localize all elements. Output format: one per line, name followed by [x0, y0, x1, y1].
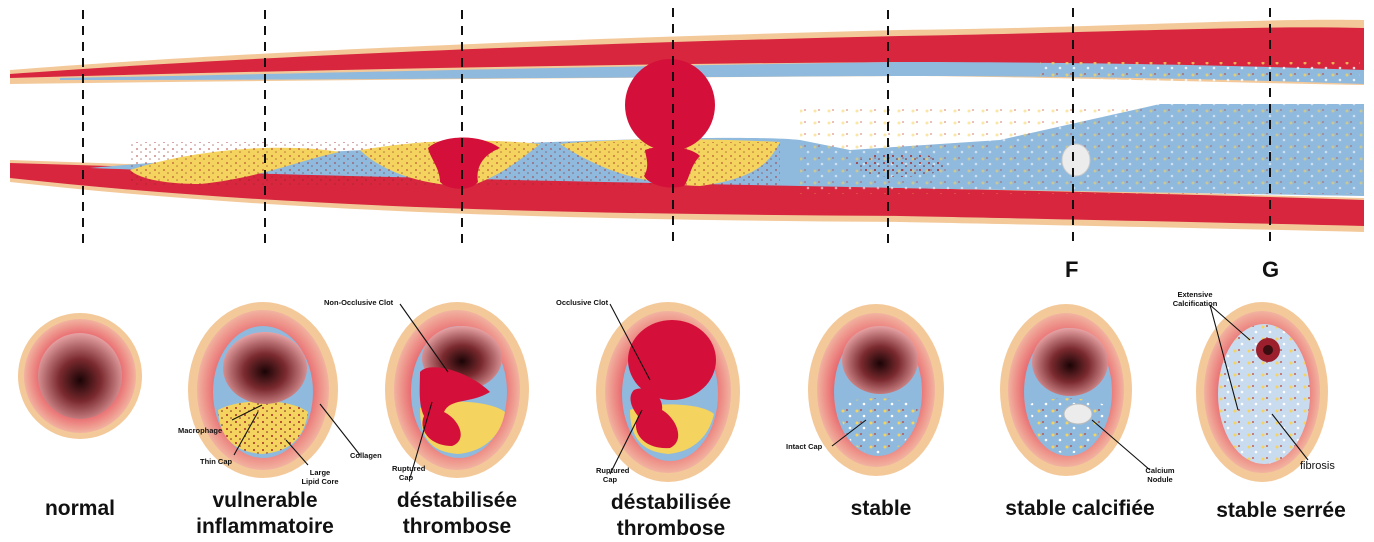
annotation-calcium-nodule: Calcium Nodule — [1140, 466, 1180, 484]
label-line: inflammatoire — [180, 514, 350, 540]
cross-section-occlusive — [596, 302, 740, 482]
cross-section-vulnerable — [188, 302, 338, 478]
occlusive-clot-top — [625, 59, 715, 151]
label-destabilisee-thrombose-2: déstabilisée thrombose — [586, 490, 756, 542]
label-line: normal — [20, 496, 140, 522]
label-stable-serree: stable serrée — [1196, 498, 1366, 524]
stage-letter-f: F — [1065, 257, 1078, 283]
label-destabilisee-thrombose-1: déstabilisée thrombose — [372, 488, 542, 540]
label-line: thrombose — [586, 516, 756, 542]
annotation-fibrosis: fibrosis — [1300, 462, 1335, 471]
label-line: stable calcifiée — [990, 496, 1170, 522]
label-line: stable — [826, 496, 936, 522]
annotation-ruptured-cap-2: Ruptured Cap — [596, 466, 624, 484]
label-stable: stable — [826, 496, 936, 522]
annotation-intact-cap: Intact Cap — [786, 442, 822, 451]
label-line: stable serrée — [1196, 498, 1366, 524]
annotation-ruptured-cap-1: Ruptured Cap — [392, 464, 420, 482]
label-line: déstabilisée — [586, 490, 756, 516]
annotation-occlusive-clot: Occlusive Clot — [556, 298, 608, 307]
annotation-collagen: Collagen — [350, 451, 382, 460]
cross-section-normal — [18, 313, 142, 439]
cross-section-non-occlusive — [385, 302, 529, 478]
label-line: vulnerable — [180, 488, 350, 514]
stage-letter-g: G — [1262, 257, 1279, 283]
label-normal: normal — [20, 496, 140, 522]
label-line: déstabilisée — [372, 488, 542, 514]
label-line: thrombose — [372, 514, 542, 540]
annotation-large-lipid-core: Large Lipid Core — [300, 468, 340, 486]
cross-section-stenotic — [1196, 302, 1328, 482]
annotation-non-occlusive-clot: Non-Occlusive Clot — [324, 298, 393, 307]
annotation-macrophage: Macrophage — [178, 426, 222, 435]
annotation-extensive-calcification: Extensive Calcification — [1170, 290, 1220, 308]
cross-section-calcified — [1000, 304, 1132, 476]
annotation-thin-cap: Thin Cap — [200, 457, 232, 466]
cross-section-stable — [808, 304, 944, 476]
label-vulnerable-inflammatoire: vulnerable inflammatoire — [180, 488, 350, 540]
label-stable-calcifiee: stable calcifiée — [990, 496, 1170, 522]
